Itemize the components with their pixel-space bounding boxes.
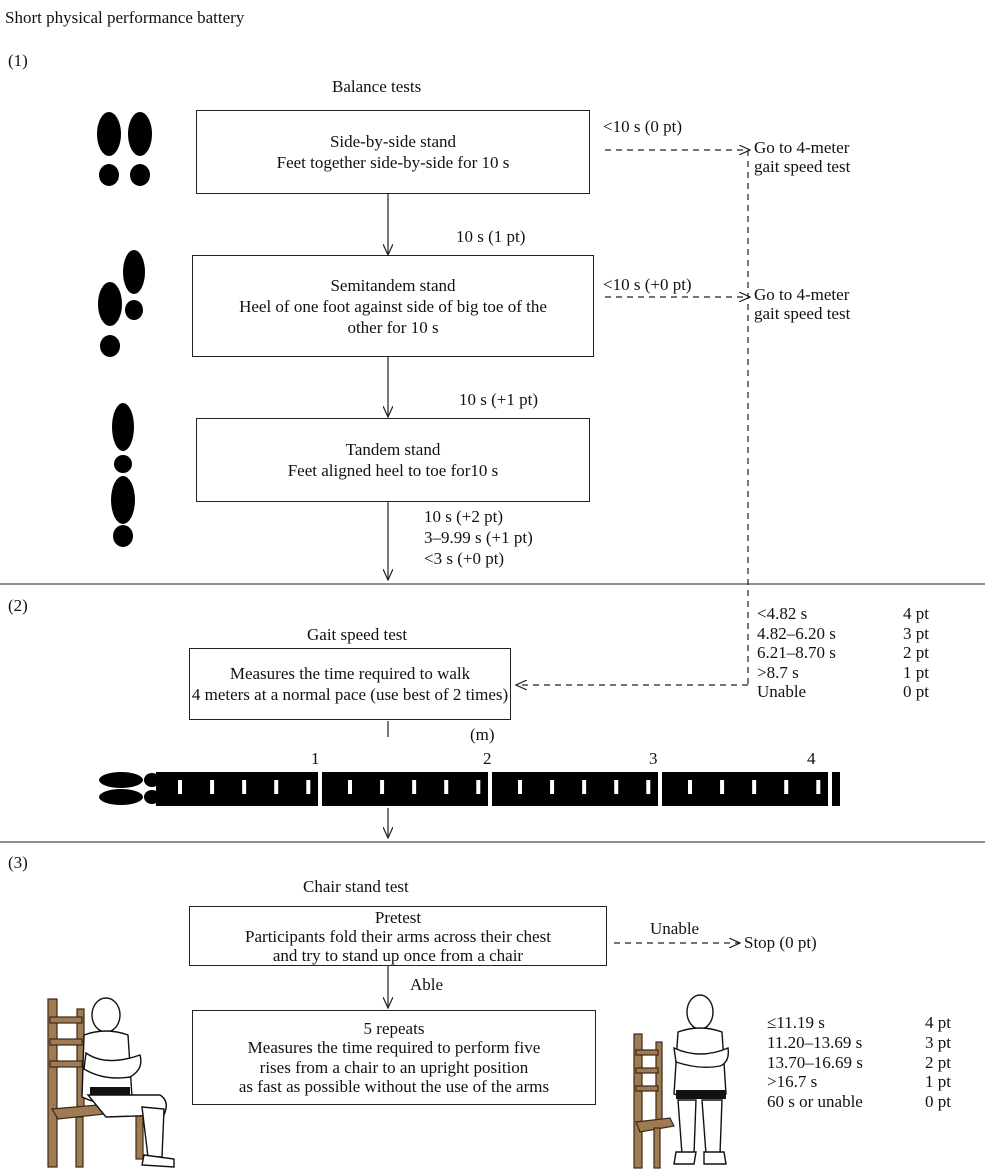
tandem-score-item: 10 s (+2 pt): [424, 507, 503, 526]
repeats-desc-3: as fast as possible without the use of t…: [238, 1077, 550, 1096]
footprints-side-by-side-icon: [97, 112, 152, 186]
tandem-desc: Feet aligned heel to toe for10 s: [287, 461, 499, 480]
ruler-unit: (m): [470, 725, 495, 744]
ruler-tick: [614, 780, 619, 794]
section-1-label: (1): [8, 51, 28, 70]
ruler-label: 1: [311, 749, 320, 768]
ruler-meter-mark: [658, 772, 662, 806]
ruler-tick: [816, 780, 821, 794]
repeats-desc-2: rises from a chair to an upright positio…: [259, 1057, 529, 1077]
ruler-tick: [412, 780, 417, 794]
semitandem-desc-1: Heel of one foot against side of big toe…: [239, 296, 547, 316]
unable-label: Unable: [650, 919, 700, 938]
tandem-score-item: 3–9.99 s (+1 pt): [424, 528, 533, 547]
ruler-tick: [688, 780, 692, 794]
tandem-title: Tandem stand: [345, 440, 441, 459]
ruler-tick: [720, 780, 725, 794]
side-by-side-title: Side-by-side stand: [329, 132, 457, 151]
gait-speed-box: Measures the time required to walk 4 met…: [189, 648, 511, 720]
section-3-label: (3): [8, 853, 28, 872]
ruler-tick: [518, 780, 522, 794]
ruler-tick: [646, 780, 651, 794]
ruler-tick: [210, 780, 215, 794]
tandem-score-item: <3 s (+0 pt): [424, 549, 505, 568]
ruler-meter-mark: [828, 772, 832, 806]
standing-person-chair-illustration: [633, 994, 730, 1169]
ruler-label: 3: [649, 749, 658, 768]
able-label: Able: [410, 975, 444, 994]
ruler-meter-mark: [318, 772, 322, 806]
five-repeats-box: 5 repeats Measures the time required to …: [192, 1010, 596, 1105]
tandem-stand-box: Tandem stand Feet aligned heel to toe fo…: [196, 418, 590, 502]
ruler-tick: [178, 780, 182, 794]
ruler-tick: [306, 780, 311, 794]
ruler-label: 2: [483, 749, 492, 768]
goto-gait-speed-1: Go to 4-meter gait speed test: [754, 138, 851, 176]
pretest-desc-2: and try to stand up once from a chair: [272, 945, 524, 965]
walking-course-ruler: [99, 772, 840, 806]
repeats-title: 5 repeats: [363, 1018, 425, 1038]
side-by-side-stand-box: Side-by-side stand Feet together side-by…: [196, 110, 590, 194]
goto-gait-speed-2: Go to 4-meter gait speed test: [754, 285, 851, 323]
side-by-side-pass-score: 10 s (1 pt): [456, 227, 526, 246]
ruler-tick: [476, 780, 481, 794]
footprints-tandem-icon: [111, 403, 135, 547]
ruler-meter-mark: [488, 772, 492, 806]
section-2-label: (2): [8, 596, 28, 615]
ruler-tick: [444, 780, 449, 794]
footprints-semitandem-icon: [98, 250, 145, 357]
semitandem-fail-score: <10 s (+0 pt): [603, 275, 692, 294]
ruler-tick: [274, 780, 279, 794]
ruler-label: 4: [807, 749, 816, 768]
gait-speed-heading: Gait speed test: [307, 625, 408, 644]
diagram-title: Short physical performance battery: [5, 8, 245, 27]
chair-stand-heading: Chair stand test: [303, 877, 409, 896]
ruler-tick: [582, 780, 587, 794]
pretest-desc-1: Participants fold their arms across thei…: [245, 926, 551, 946]
ruler-tick: [348, 780, 352, 794]
gait-desc-2: 4 meters at a normal pace (use best of 2…: [191, 685, 509, 704]
gait-desc-1: Measures the time required to walk: [229, 664, 471, 683]
footprints-start-icon: [99, 772, 160, 805]
ruler-tick: [550, 780, 555, 794]
ruler-tick: [784, 780, 789, 794]
side-by-side-desc: Feet together side-by-side for 10 s: [276, 153, 510, 172]
semitandem-stand-box: Semitandem stand Heel of one foot agains…: [192, 255, 594, 357]
seated-person-chair-illustration: [47, 997, 175, 1168]
ruler-tick: [752, 780, 757, 794]
semitandem-pass-score: 10 s (+1 pt): [459, 390, 538, 409]
stop-label: Stop (0 pt): [744, 933, 817, 952]
pretest-title: Pretest: [374, 907, 422, 927]
repeats-desc-1: Measures the time required to perform fi…: [247, 1038, 541, 1057]
ruler-tick: [380, 780, 385, 794]
semitandem-desc-2: other for 10 s: [347, 317, 439, 337]
side-by-side-fail-score: <10 s (0 pt): [603, 117, 682, 136]
pretest-box: Pretest Participants fold their arms acr…: [189, 906, 607, 966]
tandem-scores: 10 s (+2 pt) 3–9.99 s (+1 pt) <3 s (+0 p…: [424, 506, 533, 569]
balance-tests-heading: Balance tests: [332, 77, 422, 96]
semitandem-title: Semitandem stand: [330, 275, 456, 295]
ruler-tick: [242, 780, 247, 794]
